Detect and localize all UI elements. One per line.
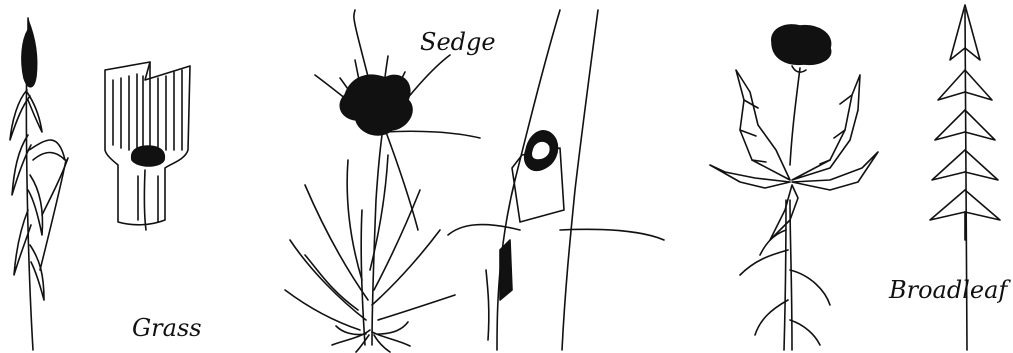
sedge-stem-cross-section-icon — [448, 10, 664, 350]
dandelion-plant-icon — [710, 25, 878, 350]
broadleaf-label: Broadleaf — [889, 276, 1007, 304]
sedge-plant-icon — [285, 10, 480, 352]
grass-plant-icon — [10, 18, 68, 350]
grass-sheath-detail-icon — [105, 62, 190, 230]
sedge-label: Sedge — [420, 28, 496, 56]
grass-label: Grass — [132, 314, 202, 342]
